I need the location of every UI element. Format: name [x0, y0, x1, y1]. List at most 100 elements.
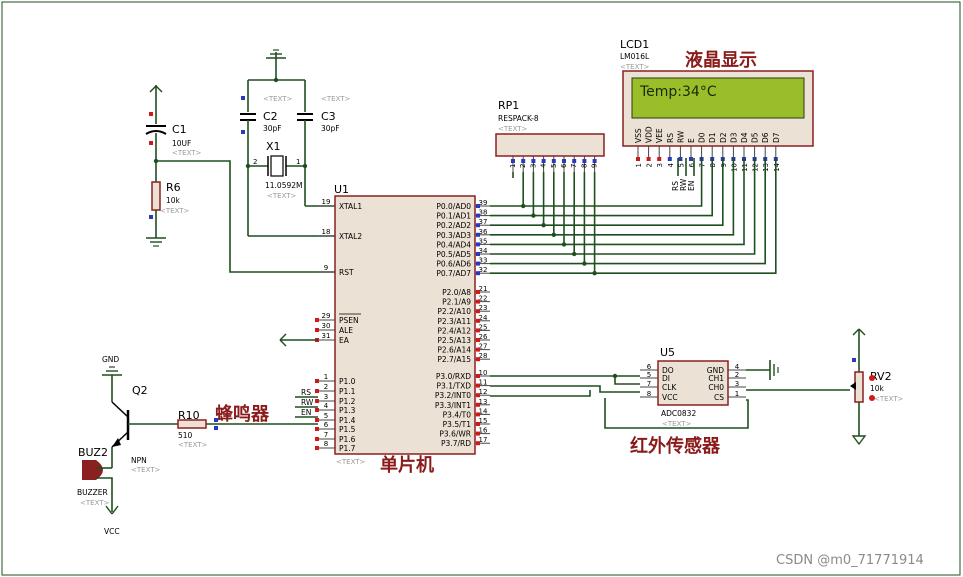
u5-right-pin-number: 1 — [735, 390, 739, 398]
lcd1-component[interactable]: LCD1 LM016L <TEXT> Temp:34°C VSS1VDD2VEE… — [620, 38, 814, 172]
u1-right-pin-name: P0.3/AD3 — [436, 231, 471, 240]
lcd-net-en: EN — [687, 181, 696, 191]
lcd1-ref: LCD1 — [620, 38, 649, 51]
lcd1-tag: <TEXT> — [620, 63, 650, 71]
r10-resistor[interactable]: R10 510 <TEXT> — [177, 409, 218, 449]
u1-right-pin-name: P2.1/A9 — [442, 298, 471, 307]
lcd1-pin-label: VSS — [634, 128, 643, 143]
rp1-pin-number: 5 — [550, 164, 558, 168]
lcd-net-rs: RS — [671, 181, 680, 191]
u1-right-pin-number: 13 — [479, 398, 488, 406]
u1-right-pin-name: P3.4/T0 — [443, 410, 472, 419]
u1-right-pin-name: P2.2/A10 — [437, 307, 471, 316]
p1-net-en: EN — [301, 408, 311, 417]
lcd1-pin-number: 1 — [635, 163, 643, 167]
lcd1-pin-number: 6 — [688, 162, 696, 167]
rp1-pin-number: 6 — [560, 163, 568, 168]
p1-net-labels: RS RW EN — [295, 388, 318, 418]
c1-tag: <TEXT> — [172, 149, 202, 157]
lcd1-pin-label: VEE — [655, 128, 664, 143]
rp1-pin-number: 4 — [540, 163, 548, 168]
u1-right-pin-name: P2.6/A14 — [437, 346, 471, 355]
u1-right-pin-name: P0.1/AD1 — [436, 212, 471, 221]
u1-right-pin-number: 21 — [479, 285, 488, 293]
gnd-u5-symbol — [746, 360, 779, 380]
lcd1-model: LM016L — [620, 52, 650, 61]
u1-left-pin-name: PSEN — [339, 316, 359, 325]
u1-right-pin-number: 38 — [479, 209, 488, 217]
lcd1-pin-number: 10 — [730, 163, 738, 172]
buz2-value: BUZZER — [77, 488, 108, 497]
rp1-tag: <TEXT> — [498, 125, 528, 133]
u1-right-pin-name: P2.3/A11 — [437, 317, 471, 326]
label-buzzer: 蜂鸣器 — [215, 403, 270, 425]
lcd1-pin-label: D1 — [708, 132, 717, 143]
lcd1-pin-number: 11 — [741, 163, 749, 172]
u1-right-pin-name: P0.5/AD5 — [436, 250, 471, 259]
buz2-buzzer[interactable]: BUZ2 BUZZER <TEXT> VCC — [77, 446, 120, 536]
lcd1-pin-number: 2 — [646, 163, 654, 167]
u1-right-pin-number: 22 — [479, 295, 488, 303]
c1-component[interactable]: C1 10UF <TEXT> — [145, 85, 202, 182]
u5-left-pin-name: DO — [662, 366, 674, 375]
u1-left-pin-name: P1.6 — [339, 435, 356, 444]
rv2-value: 10k — [870, 384, 885, 393]
lcd-net-rw: RW — [679, 178, 688, 191]
rp1-pin-number: 2 — [519, 164, 527, 168]
lcd1-pins: VSS1VDD2VEE3RS4RW5E6D07D18D29D310D411D51… — [634, 126, 781, 172]
u1-left-pin-number: 18 — [322, 228, 331, 236]
u1-left-pin-number: 4 — [324, 402, 329, 410]
c3-tag: <TEXT> — [321, 95, 351, 103]
q2-ref: Q2 — [132, 384, 148, 397]
u5-right-pin-number: 3 — [735, 380, 739, 388]
rp1-model: RESPACK-8 — [498, 114, 539, 123]
c2-value: 30pF — [263, 124, 282, 133]
u1-left-pin-number: 19 — [322, 198, 331, 206]
u1-right-pin-name: P3.6/WR — [439, 430, 471, 439]
u1-left-pin-name: P1.2 — [339, 397, 356, 406]
c2-component[interactable]: C2 30pF <TEXT> — [240, 80, 293, 236]
u5-tag: <TEXT> — [662, 420, 692, 428]
rv2-potentiometer[interactable]: RV2 10k <TEXT> — [850, 328, 904, 446]
lcd1-pin-number: 13 — [762, 163, 770, 172]
x1-crystal[interactable]: X1 2 1 11.0592M <TEXT> — [245, 140, 308, 200]
r6-component[interactable]: R6 10k <TEXT> — [149, 181, 190, 238]
lcd1-screen — [631, 77, 805, 119]
u1-right-pin-number: 28 — [479, 352, 488, 360]
rp1-pin-number: 9 — [591, 164, 599, 168]
u1-left-pin-number: 31 — [322, 332, 331, 340]
u5-left-pin-number: 7 — [647, 380, 651, 388]
u1-right-pin-name: P3.5/T1 — [443, 420, 472, 429]
q2-transistor[interactable]: Q2 NPN <TEXT> — [111, 378, 178, 474]
u5-left-pin-name: CLK — [662, 383, 677, 392]
u5-left-pin-number: 5 — [647, 371, 651, 379]
lcd1-pin-number: 4 — [667, 162, 675, 167]
lcd1-pin-label: D4 — [740, 132, 749, 143]
u1-right-pin-name: P2.4/A12 — [437, 326, 471, 335]
q2-gnd-label: GND — [102, 355, 119, 364]
u1-left-pin-number: 3 — [324, 393, 328, 401]
lcd1-pin-label: D6 — [761, 132, 770, 143]
u1-right-pin-name: P3.0/RXD — [436, 372, 471, 381]
u1-right-pin-name: P3.7/RD — [441, 439, 471, 448]
x1-value: 11.0592M — [265, 181, 303, 190]
r6-tag: <TEXT> — [160, 207, 190, 215]
vcc-arrow-c1 — [149, 85, 163, 124]
rp1-pin-number: 8 — [580, 164, 588, 168]
u1-right-pin-number: 26 — [479, 333, 488, 341]
u5-left-pin-number: 6 — [647, 363, 652, 371]
p1-net-rs: RS — [301, 388, 311, 397]
u5-right-pin-name: CS — [714, 393, 724, 402]
u1-right-pin-number: 27 — [479, 343, 488, 351]
c3-component[interactable]: C3 30pF <TEXT> — [297, 80, 351, 206]
u5-right-pin-name: CH1 — [708, 374, 724, 383]
lcd1-pin-label: E — [687, 138, 696, 143]
u1-left-pin-name: P1.4 — [339, 416, 356, 425]
lcd1-pin-number: 3 — [656, 163, 664, 167]
c2-ref: C2 — [263, 110, 278, 123]
